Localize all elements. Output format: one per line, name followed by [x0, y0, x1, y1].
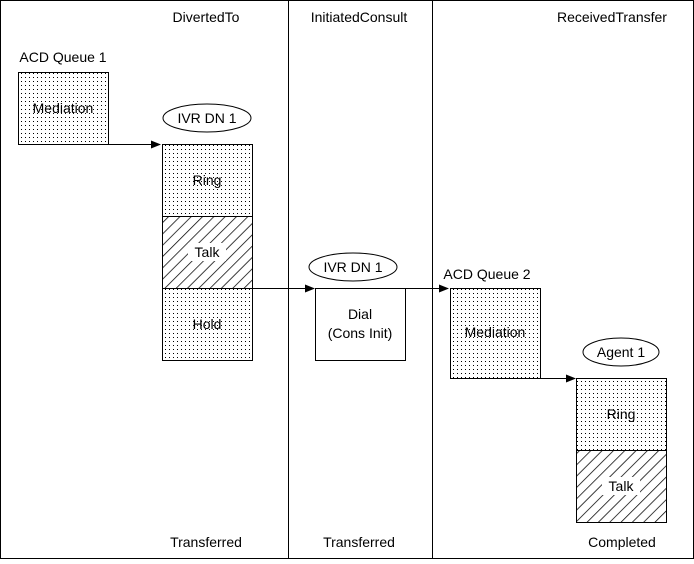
agent-1-ellipse	[582, 337, 660, 367]
mediation-box-2-label: Mediation	[465, 324, 526, 340]
hold-box-1-label: Hold	[193, 316, 222, 332]
ring-box-1	[162, 144, 253, 217]
column-footer-diverted-to: Transferred	[170, 534, 242, 550]
dial-box-label-line2: (Cons Init)	[328, 325, 393, 341]
mediation-box-1-label: Mediation	[33, 100, 94, 116]
mediation-box-2	[450, 288, 541, 379]
dial-box-label-line1: Dial	[348, 306, 372, 322]
ivr-dn-1-label-b: IVR DN 1	[323, 259, 382, 275]
acd-queue-2-label: ACD Queue 2	[443, 266, 530, 282]
agent-1-label: Agent 1	[597, 344, 645, 360]
ivr-dn-1-ellipse-a	[162, 103, 252, 133]
ring-box-2-label: Ring	[607, 406, 636, 422]
column-header-initiated-consult: InitiatedConsult	[311, 9, 408, 25]
column-footer-initiated-consult: Transferred	[323, 534, 395, 550]
talk-box-1-label: Talk	[195, 244, 221, 260]
ring-box-2	[576, 378, 667, 451]
talk-box-1-label-bg	[188, 243, 226, 261]
talk-box-2-label-bg	[602, 477, 640, 495]
column-footer-received-transfer: Completed	[588, 534, 656, 550]
talk-box-2-label: Talk	[609, 478, 635, 494]
acd-queue-1-label: ACD Queue 1	[19, 49, 106, 65]
column-header-received-transfer: ReceivedTransfer	[557, 9, 667, 25]
dial-box	[315, 288, 406, 361]
mediation-box-1	[18, 72, 109, 145]
ivr-dn-1-ellipse-b	[308, 252, 398, 282]
ivr-dn-1-label-a: IVR DN 1	[177, 110, 236, 126]
column-header-diverted-to: DivertedTo	[173, 9, 240, 25]
hold-box-1	[162, 288, 253, 361]
ring-box-1-label: Ring	[193, 172, 222, 188]
